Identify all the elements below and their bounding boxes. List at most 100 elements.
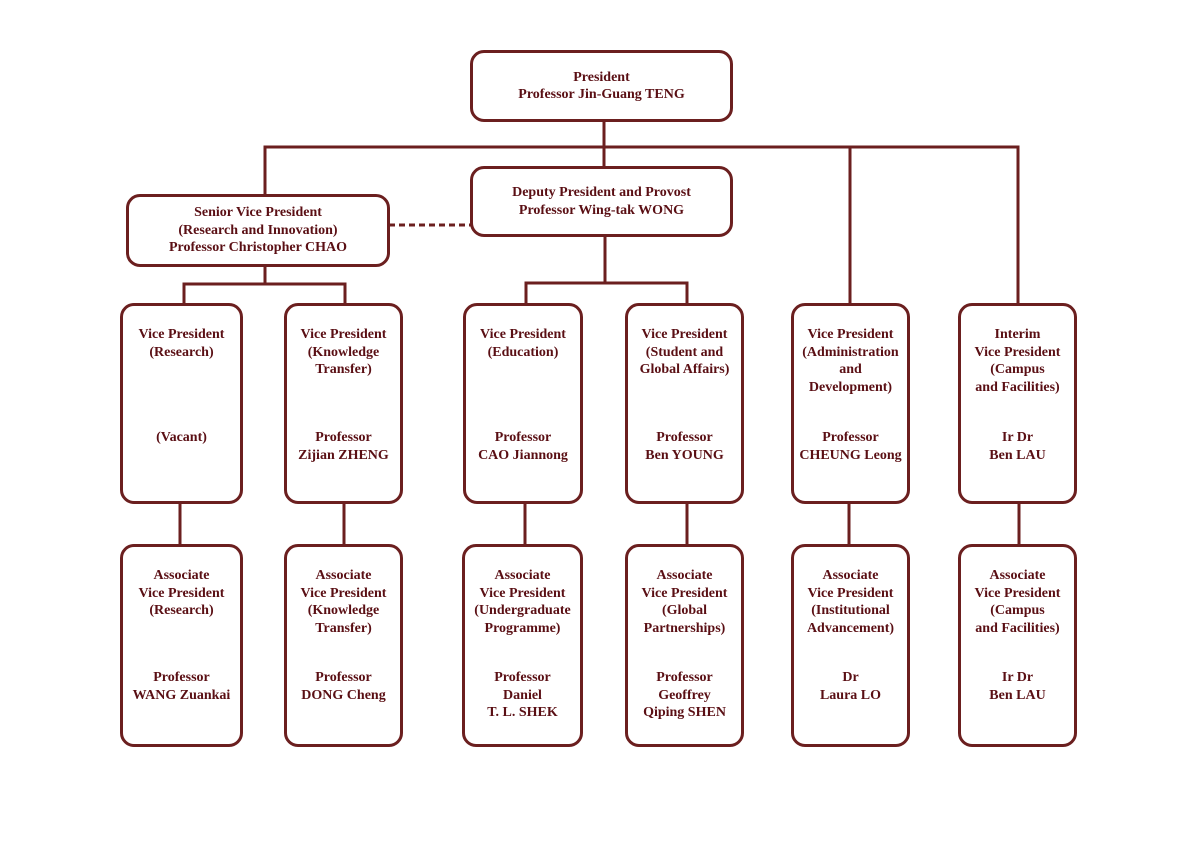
avp-title-line: Vice President	[974, 585, 1061, 601]
senior-vp-name: Professor Christopher CHAO	[168, 240, 348, 256]
deputy-president-box: Deputy President and Provost Professor W…	[470, 166, 733, 237]
avp-person: Professor Daniel T. L. SHEK	[465, 669, 580, 722]
vp-person-line: CHEUNG Leong	[799, 447, 902, 463]
vp-title-line: (Student and	[645, 344, 724, 360]
avp-title-line: Vice President	[641, 585, 728, 601]
avp-person-line: T. L. SHEK	[487, 705, 558, 720]
vp-person: Professor Zijian ZHENG	[287, 429, 400, 464]
avp-title-line: Associate	[153, 568, 210, 583]
vp-administration-development-box: Vice President (Administration and Devel…	[791, 303, 910, 504]
vp-campus-facilities-box: Interim Vice President (Campus and Facil…	[958, 303, 1077, 504]
vp-person-line: (Vacant)	[156, 430, 207, 445]
avp-person-line: Professor	[153, 670, 210, 685]
vp-person-line: Ben YOUNG	[645, 447, 724, 463]
vp-title-line: Vice President	[807, 327, 894, 342]
avp-person-line: Daniel	[503, 687, 542, 703]
vp-person-line: Ben LAU	[989, 447, 1046, 463]
avp-title-line: (Institutional	[811, 603, 890, 618]
avp-knowledge-transfer-box: Associate Vice President (Knowledge Tran…	[284, 544, 403, 747]
avp-research-box: Associate Vice President (Research) Prof…	[120, 544, 243, 747]
vp-knowledge-transfer-box: Vice President (Knowledge Transfer) Prof…	[284, 303, 403, 504]
vp-student-global-affairs-box: Vice President (Student and Global Affai…	[625, 303, 744, 504]
avp-title: Associate Vice President (Knowledge Tran…	[287, 567, 400, 637]
vp-title: Vice President (Student and Global Affai…	[628, 326, 741, 379]
avp-title-line: Transfer)	[315, 620, 372, 636]
vp-person-line: Ir Dr	[1001, 430, 1034, 445]
avp-title-line: Vice President	[479, 585, 566, 601]
vp-title: Vice President (Knowledge Transfer)	[287, 326, 400, 379]
avp-title-line: Vice President	[807, 585, 894, 601]
avp-title-line: Vice President	[138, 585, 225, 601]
avp-person-line: Laura LO	[819, 687, 882, 703]
vp-title: Vice President (Administration and Devel…	[794, 326, 907, 396]
vp-title-line: (Education)	[487, 344, 559, 360]
vp-title-line: Vice President	[480, 327, 566, 342]
avp-person: Dr Laura LO	[794, 669, 907, 704]
vp-title-line: Transfer)	[315, 362, 372, 377]
avp-title-line: (Research)	[149, 603, 214, 618]
avp-person: Ir Dr Ben LAU	[961, 669, 1074, 704]
senior-vp-box: Senior Vice President (Research and Inno…	[126, 194, 390, 267]
avp-person-line: Qiping SHEN	[643, 705, 726, 720]
avp-title-line: Partnerships)	[643, 620, 726, 636]
vp-title-line: Vice President	[138, 327, 225, 342]
vp-person: Professor Ben YOUNG	[628, 429, 741, 464]
vp-title-line: Vice President	[974, 344, 1061, 360]
avp-person-line: Professor	[315, 670, 372, 685]
avp-title: Associate Vice President (Undergraduate …	[465, 567, 580, 637]
avp-person: Professor Geoffrey Qiping SHEN	[628, 669, 741, 722]
avp-title-line: (Global	[661, 603, 708, 618]
avp-title-line: and Facilities)	[975, 620, 1060, 636]
avp-person-line: Ben LAU	[989, 687, 1046, 703]
avp-title-line: Associate	[822, 568, 879, 583]
avp-title-line: Advancement)	[806, 620, 895, 636]
senior-vp-title-line: Senior Vice President	[194, 205, 322, 221]
avp-title: Associate Vice President (Campus and Fac…	[961, 567, 1074, 637]
vp-title-line: and	[839, 362, 862, 377]
avp-title-line: Associate	[494, 568, 551, 583]
avp-institutional-advancement-box: Associate Vice President (Institutional …	[791, 544, 910, 747]
avp-person: Professor WANG Zuankai	[123, 669, 240, 704]
vp-person-line: Zijian ZHENG	[298, 447, 389, 463]
vp-person-line: CAO Jiannong	[478, 447, 568, 463]
avp-undergraduate-programme-box: Associate Vice President (Undergraduate …	[462, 544, 583, 747]
senior-vp-title-line: (Research and Innovation)	[178, 222, 338, 238]
vp-title-line: and Facilities)	[975, 379, 1060, 395]
vp-person-line: Professor	[494, 430, 552, 445]
president-title: President	[573, 69, 630, 85]
deputy-president-name: Professor Wing-tak WONG	[518, 202, 685, 218]
avp-campus-facilities-box: Associate Vice President (Campus and Fac…	[958, 544, 1077, 747]
vp-title: Vice President (Research)	[123, 326, 240, 361]
vp-title-line: Global Affairs)	[639, 362, 730, 377]
avp-person-line: Ir Dr	[1001, 670, 1034, 685]
avp-person: Professor DONG Cheng	[287, 669, 400, 704]
vp-title-line: (Administration	[802, 344, 899, 360]
avp-person-line: Geoffrey	[658, 687, 711, 703]
vp-title: Vice President (Education)	[466, 326, 580, 361]
vp-person-line: Professor	[315, 430, 372, 445]
vp-research-box: Vice President (Research) (Vacant)	[120, 303, 243, 504]
avp-title-line: (Undergraduate	[474, 603, 571, 618]
avp-person-line: Dr	[842, 670, 859, 685]
vp-person-line: Professor	[656, 430, 713, 445]
vp-title: Interim Vice President (Campus and Facil…	[961, 326, 1074, 396]
vp-person-line: Professor	[822, 430, 879, 445]
vp-person: Professor CAO Jiannong	[466, 429, 580, 464]
avp-title: Associate Vice President (Research)	[123, 567, 240, 620]
vp-title-line: Development)	[808, 379, 893, 395]
avp-person-line: Professor	[494, 670, 551, 685]
vp-title-line: (Research)	[149, 344, 214, 360]
vp-title-line: Vice President	[641, 327, 728, 342]
avp-title: Associate Vice President (Institutional …	[794, 567, 907, 637]
avp-title-line: (Knowledge	[307, 603, 380, 618]
president-box: President Professor Jin-Guang TENG	[470, 50, 733, 122]
avp-title: Associate Vice President (Global Partner…	[628, 567, 741, 637]
avp-title-line: Associate	[989, 568, 1046, 583]
avp-title-line: (Campus	[990, 603, 1045, 618]
avp-person-line: Professor	[656, 670, 713, 685]
vp-title-line: (Knowledge	[307, 344, 380, 360]
avp-person-line: WANG Zuankai	[132, 687, 231, 703]
avp-title-line: Associate	[656, 568, 713, 583]
